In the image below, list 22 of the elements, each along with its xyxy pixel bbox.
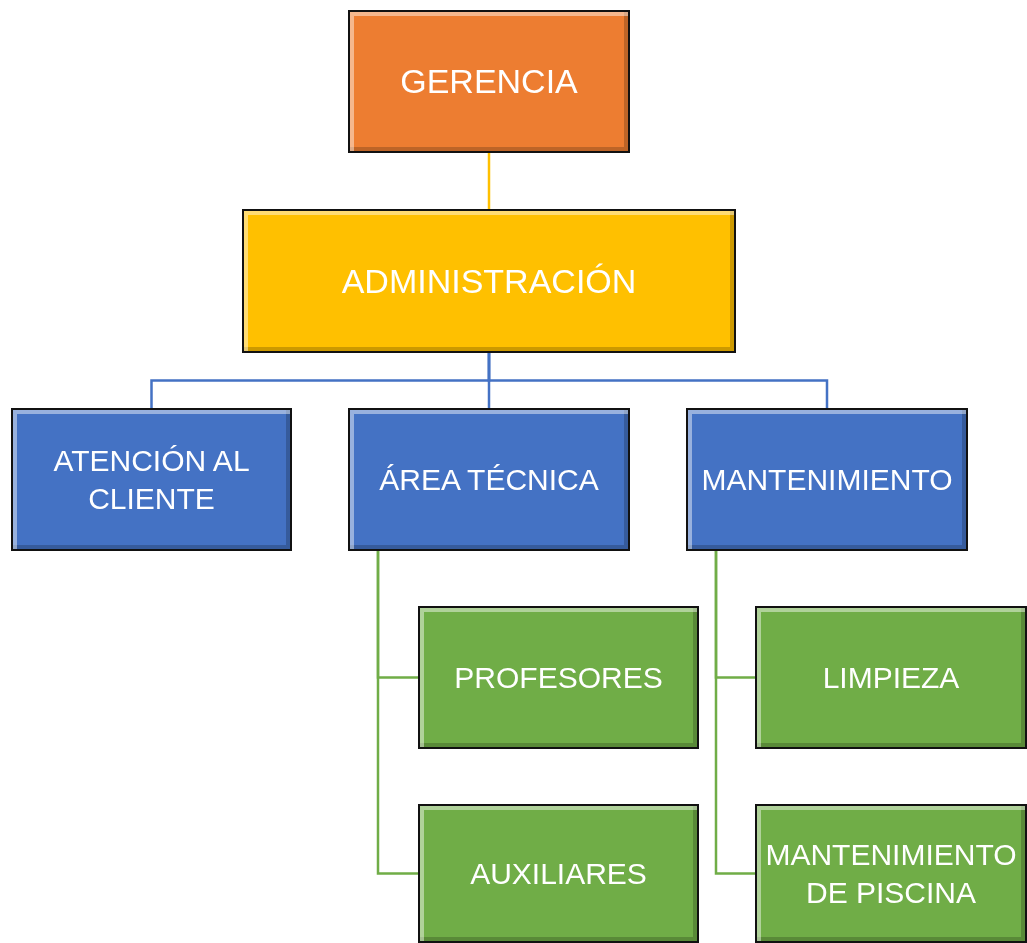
box-label: MANTENIMIENTO [701, 461, 953, 498]
org-box [418, 606, 699, 749]
connector-line [487, 153, 491, 209]
org-box [348, 10, 630, 153]
org-box [348, 408, 630, 551]
org-box [686, 408, 968, 551]
box-label: MANTENIMIENTO DE PISCINA [765, 837, 1017, 911]
box-label: AUXILIARES [470, 855, 647, 892]
box-label: LIMPIEZA [822, 659, 960, 696]
org-box [418, 804, 699, 943]
org-box [755, 606, 1027, 749]
box-label: ADMINISTRACIÓN [341, 260, 637, 302]
org-box [11, 408, 292, 551]
box-label: PROFESORES [454, 659, 663, 696]
connector-line [714, 551, 755, 875]
box-label: ATENCIÓN AL CLIENTE [52, 443, 251, 517]
org-box [755, 804, 1027, 943]
connector-line [487, 353, 829, 408]
org-box [242, 209, 736, 353]
connector-line [376, 551, 418, 875]
box-label: ÁREA TÉCNICA [379, 461, 599, 498]
box-label: GERENCIA [400, 61, 578, 103]
